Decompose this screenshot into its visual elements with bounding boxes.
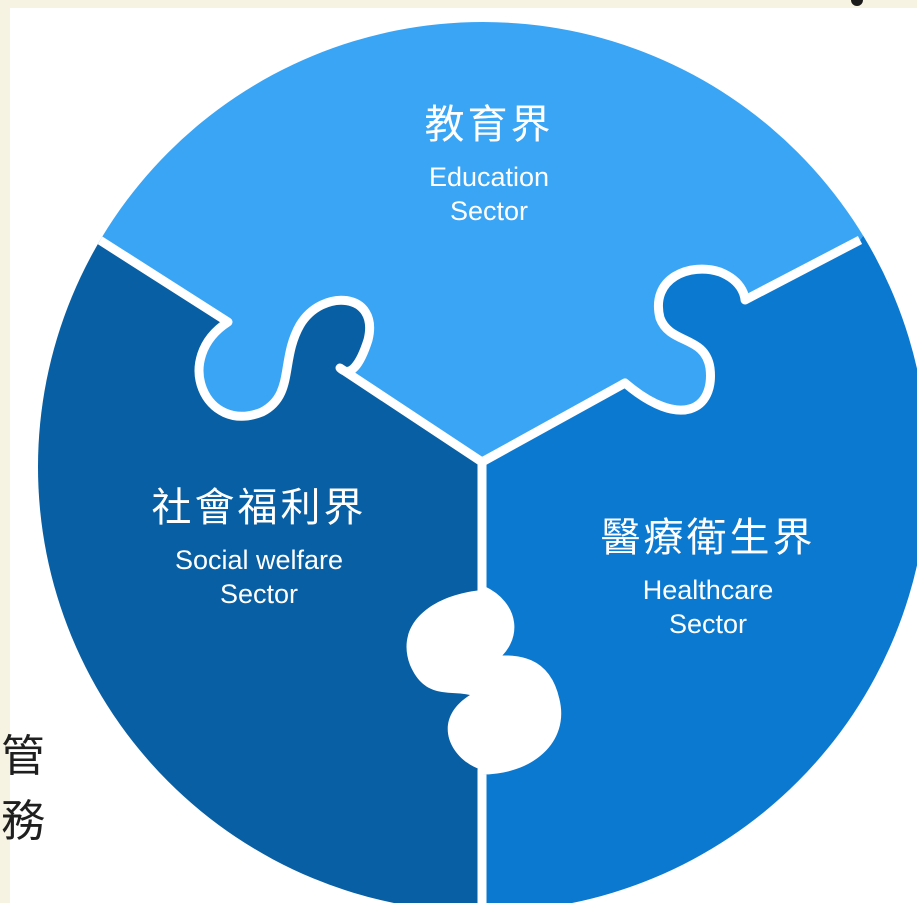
corner-mark: [851, 0, 863, 6]
divider-line-bottom: [477, 462, 562, 903]
label-healthcare-zh: 醫療衛生界: [600, 515, 816, 561]
label-education: 教育界 Education Sector: [425, 92, 554, 228]
label-healthcare: 醫療衛生界 Healthcare Sector: [601, 505, 816, 641]
label-social-welfare-en-line1: Social welfare: [174, 545, 344, 575]
background-strip-left: [0, 0, 10, 903]
label-social-welfare-zh: 社會福利界: [151, 485, 367, 531]
label-education-en-line2: Sector: [449, 196, 529, 226]
side-text-char-1: 管: [1, 731, 45, 782]
label-education-zh: 教育界: [424, 102, 554, 148]
divider-line-left: [95, 235, 485, 466]
divider-line-right: [479, 236, 863, 466]
puzzle-piece-healthcare: [482, 160, 917, 903]
puzzle-piece-education: [38, 22, 917, 462]
label-healthcare-en-line2: Sector: [668, 609, 748, 639]
background-strip-top: [0, 0, 917, 8]
label-social-welfare-en-line2: Sector: [219, 579, 299, 609]
side-text-char-2: 務: [1, 796, 45, 847]
label-healthcare-en-line1: Healthcare: [642, 575, 774, 605]
label-education-en-line1: Education: [428, 162, 550, 192]
label-social-welfare: 社會福利界 Social welfare Sector: [152, 475, 367, 611]
